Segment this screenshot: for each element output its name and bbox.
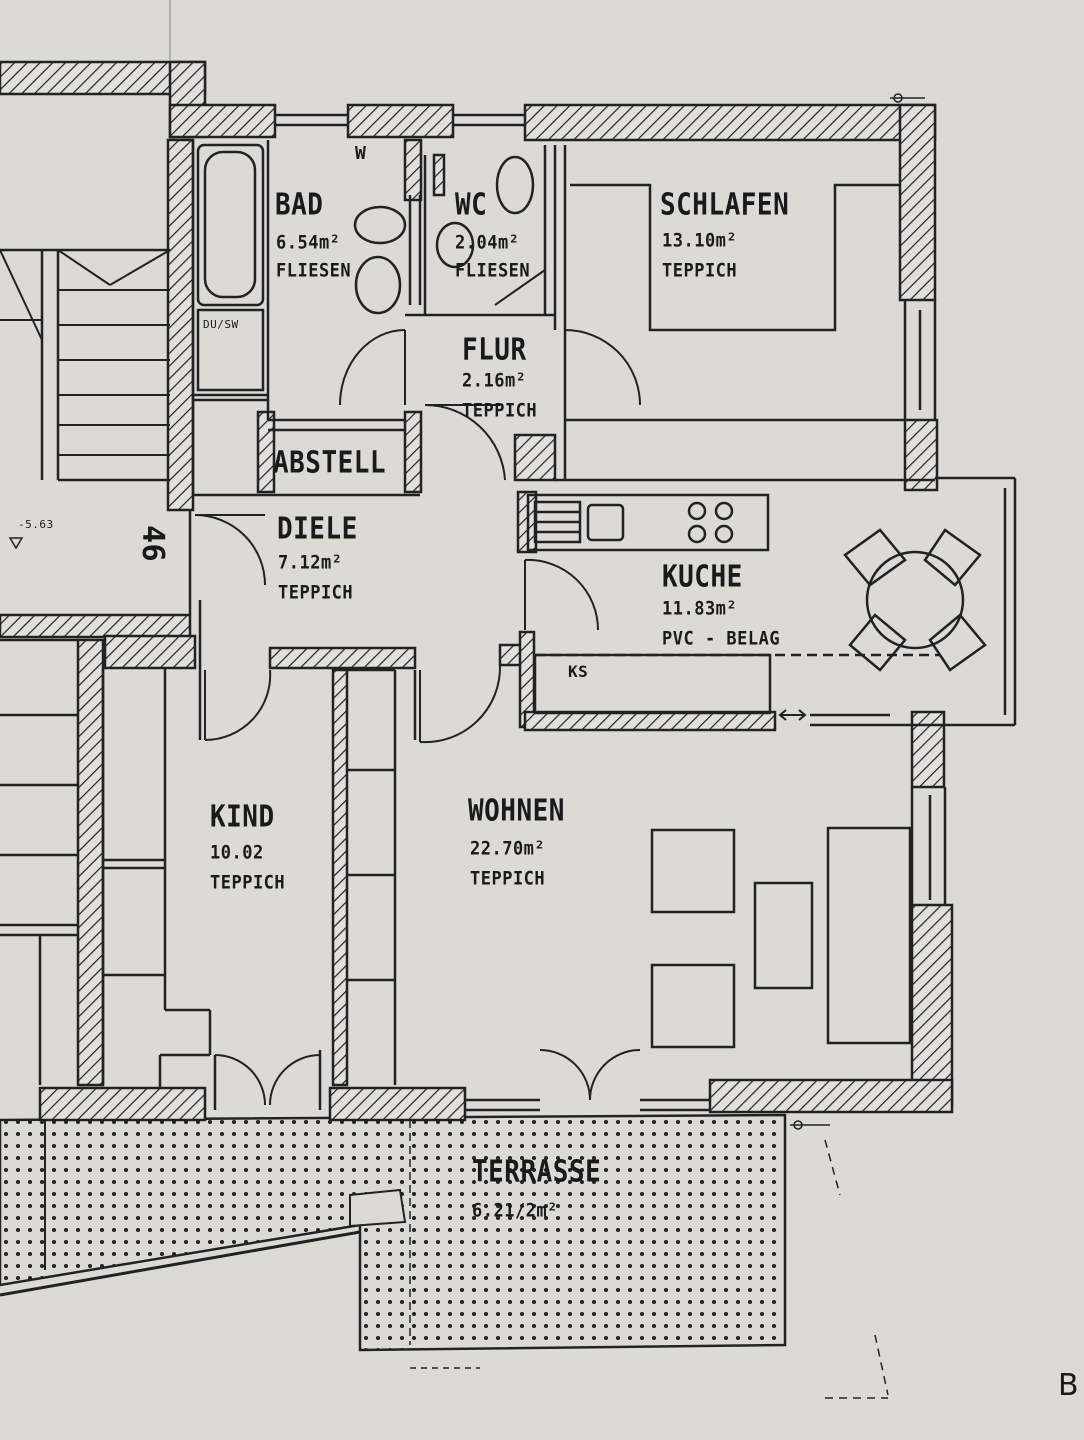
fixtures: [196, 143, 987, 1049]
room-floor-schlafen: TEPPICH: [662, 260, 738, 282]
room-name-wc: WC: [455, 188, 488, 223]
room-floor-kuche: PVC - BELAG: [662, 628, 781, 650]
room-area-wc: 2.04m²: [455, 232, 520, 254]
room-name-wohnen: WOHNEN: [468, 794, 565, 829]
shower-tray-label: DU/SW: [203, 318, 239, 331]
room-floor-diele: TEPPICH: [278, 582, 354, 604]
room-area-bad: 6.54m²: [276, 232, 341, 254]
room-area-diele: 7.12m²: [278, 552, 343, 574]
edge-letter: B: [1058, 1368, 1080, 1403]
room-name-kind: KIND: [210, 800, 275, 835]
room-floor-wohnen: TEPPICH: [470, 868, 546, 890]
dimension-marks: [8, 93, 925, 1399]
room-name-kuche: KUCHE: [662, 560, 743, 595]
walls: [0, 60, 954, 1122]
room-area-terrasse: 6.21/2m²: [472, 1200, 558, 1222]
room-floor-kind: TEPPICH: [210, 872, 286, 894]
wall-lines: [0, 113, 1017, 1112]
room-area-wohnen: 22.70m²: [470, 838, 546, 860]
room-name-flur: FLUR: [462, 333, 527, 368]
stair-treads: [0, 249, 171, 456]
room-name-terrasse: TERRASSE: [472, 1155, 602, 1190]
room-floor-wc: FLIESEN: [455, 260, 531, 282]
room-area-schlafen: 13.10m²: [662, 230, 738, 252]
room-name-bad: BAD: [275, 188, 324, 223]
room-floor-flur: TEPPICH: [462, 400, 538, 422]
washer-label: W: [355, 143, 367, 164]
terrace: [0, 1113, 787, 1352]
level-mark: -5.63: [18, 518, 54, 531]
room-name-schlafen: SCHLAFEN: [660, 188, 790, 223]
doors: [194, 269, 807, 1106]
room-area-flur: 2.16m²: [462, 370, 527, 392]
fridge-label: KS: [568, 662, 589, 681]
room-name-diele: DIELE: [277, 512, 358, 547]
room-floor-bad: FLIESEN: [276, 260, 352, 282]
room-area-kind: 10.02: [210, 842, 264, 864]
stair-number: 46: [135, 525, 170, 563]
room-area-kuche: 11.83m²: [662, 598, 738, 620]
room-name-abstell: ABSTELL: [273, 446, 387, 481]
